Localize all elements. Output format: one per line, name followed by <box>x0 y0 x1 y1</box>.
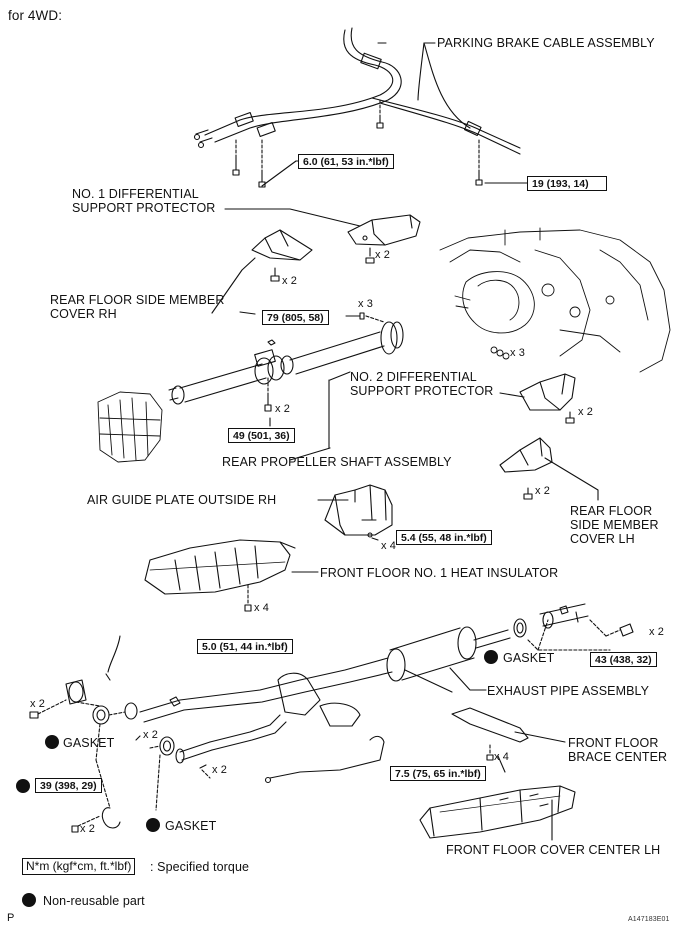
label-rear-floor-cover-rh: REAR FLOOR SIDE MEMBER COVER RH <box>50 293 225 321</box>
qty-49: x 2 <box>275 403 290 415</box>
torque-5-4: 5.4 (55, 48 in.*lbf) <box>396 530 492 545</box>
label-gasket-left: GASKET <box>63 736 115 750</box>
legend-nonreusable-text: Non-reusable part <box>43 894 145 908</box>
qty-no1-protector: x 2 <box>375 249 390 261</box>
nonreusable-mark-gasket-left <box>45 735 59 749</box>
transmission-drawing <box>97 391 163 463</box>
exhaust-pipe-drawing <box>105 626 511 784</box>
label-exhaust-pipe: EXHAUST PIPE ASSEMBLY <box>487 684 650 698</box>
qty-brace: x 4 <box>494 751 509 763</box>
torque-43: 43 (438, 32) <box>590 652 657 667</box>
torque-49: 49 (501, 36) <box>228 428 295 443</box>
label-no2-diff-protector: NO. 2 DIFFERENTIAL SUPPORT PROTECTOR <box>350 370 494 398</box>
rear-floor-cover-rh-drawing <box>211 229 313 314</box>
no2-diff-protector-drawing <box>499 373 576 424</box>
label-heat-insulator: FRONT FLOOR NO. 1 HEAT INSULATOR <box>320 566 559 580</box>
rear-pipe-and-gasket-drawing <box>513 603 634 651</box>
heat-insulator-drawing <box>144 539 319 612</box>
qty-front-left: x 2 <box>30 698 45 710</box>
front-floor-brace-drawing <box>451 707 566 773</box>
leader-lines <box>239 311 331 461</box>
qty-rear-cover-lh: x 2 <box>535 485 550 497</box>
air-guide-plate-drawing <box>317 484 393 541</box>
legend-nonreusable-icon <box>22 893 36 907</box>
page-mark: P <box>7 912 15 924</box>
qty-39: x 2 <box>80 823 95 835</box>
torque-39: 39 (398, 29) <box>35 778 102 793</box>
nonreusable-mark-39 <box>16 779 30 793</box>
no1-diff-protector-drawing <box>224 208 421 264</box>
label-air-guide-plate: AIR GUIDE PLATE OUTSIDE RH <box>87 493 277 507</box>
header-title: for 4WD: <box>8 8 63 23</box>
qty-heat-insulator: x 4 <box>254 602 269 614</box>
torque-7-5: 7.5 (75, 65 in.*lbf) <box>390 766 486 781</box>
label-parking-brake-cable: PARKING BRAKE CABLE ASSEMBLY <box>437 36 655 50</box>
rear-floor-cover-lh-drawing <box>499 437 599 501</box>
qty-43: x 2 <box>649 626 664 638</box>
torque-79: 79 (805, 58) <box>262 310 329 325</box>
qty-rear-cover-rh: x 2 <box>282 275 297 287</box>
label-rear-propeller-shaft: REAR PROPELLER SHAFT ASSEMBLY <box>222 455 452 469</box>
qty-carrier-nuts: x 3 <box>510 347 525 359</box>
parking-brake-cable-drawing <box>193 27 528 188</box>
label-front-floor-brace: FRONT FLOOR BRACE CENTER <box>568 736 668 764</box>
front-gaskets-drawing <box>29 679 211 833</box>
nonreusable-mark-gasket-rear <box>484 650 498 664</box>
label-gasket-rear: GASKET <box>503 651 555 665</box>
label-gasket-lower: GASKET <box>165 819 217 833</box>
torque-19: 19 (193, 14) <box>527 176 607 191</box>
legend-torque-unit: N*m (kgf*cm, ft.*lbf) <box>22 858 136 875</box>
figure-code: A147183E01 <box>628 916 670 923</box>
torque-5-0: 5.0 (51, 44 in.*lbf) <box>197 639 293 654</box>
differential-carrier-drawing <box>439 227 671 373</box>
legend-torque-desc: : Specified torque <box>150 860 250 874</box>
torque-6-0: 6.0 (61, 53 in.*lbf) <box>298 154 394 169</box>
front-floor-cover-drawing <box>419 785 576 841</box>
rear-propeller-shaft-drawing <box>168 312 404 449</box>
label-no1-diff-protector: NO. 1 DIFFERENTIAL SUPPORT PROTECTOR <box>72 187 216 215</box>
label-rear-floor-cover-lh: REAR FLOOR SIDE MEMBER COVER LH <box>570 504 659 546</box>
qty-lower-pipe: x 2 <box>212 764 227 776</box>
qty-79: x 3 <box>358 298 373 310</box>
qty-air-guide: x 4 <box>381 540 396 552</box>
qty-no2-protector: x 2 <box>578 406 593 418</box>
nonreusable-mark-gasket-lower <box>146 818 160 832</box>
label-front-floor-cover: FRONT FLOOR COVER CENTER LH <box>446 843 661 857</box>
qty-gasket-mid: x 2 <box>143 729 158 741</box>
